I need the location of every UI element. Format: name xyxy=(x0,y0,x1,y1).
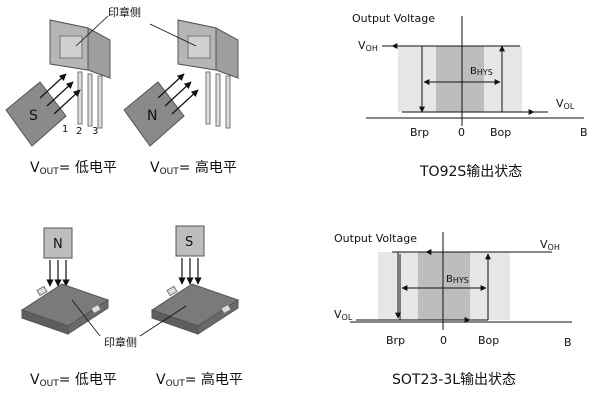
pin-label-3: 3 xyxy=(92,126,98,137)
pin-label-1: 1 xyxy=(62,124,68,135)
hysteresis-chart-bottom xyxy=(350,232,572,330)
magnet-label-n-bottom: N xyxy=(53,237,63,252)
chart-bottom-bhys: BHYS xyxy=(446,274,469,285)
caption-vout-low-bottom: VOUT= 低电平 xyxy=(30,372,117,389)
marking-side-label-bottom: 印章侧 xyxy=(104,335,137,349)
to92s-left-illustration xyxy=(5,15,111,147)
caption-vout-high-top: VOUT= 高电平 xyxy=(150,159,237,177)
caption-vout-high-bottom: VOUT= 高电平 xyxy=(156,371,243,389)
caption-vout-low-top: VOUT= 低电平 xyxy=(30,160,117,177)
chart-top-bhys: BHYS xyxy=(470,66,493,77)
chart-bottom-tick-brp: Brp xyxy=(386,334,405,347)
chart-top-ylabel: Output Voltage xyxy=(352,12,435,25)
chart-bottom-voh: VOH xyxy=(540,238,560,252)
chart-top-vol: VOL xyxy=(556,97,575,111)
chart-bottom-xlabel: B xyxy=(564,336,572,349)
chart-bottom-tick-bop: Bop xyxy=(478,334,499,347)
marking-side-label-top: 印章侧 xyxy=(108,5,141,19)
sot23-left-illustration xyxy=(20,227,110,337)
chart-top-voh: VOH xyxy=(358,39,378,53)
magnet-label-s: S xyxy=(29,108,38,124)
magnet-n xyxy=(123,81,185,147)
to92s-right-illustration xyxy=(123,19,239,147)
magnet-label-n: N xyxy=(147,108,157,124)
chart-top-tick-zero: 0 xyxy=(458,126,465,139)
chart-bottom-vol: VOL xyxy=(334,308,353,322)
magnet-s xyxy=(5,81,67,147)
hysteresis-chart-top xyxy=(366,16,584,126)
sot23-right-illustration xyxy=(139,225,240,337)
chart-top-caption: TO92S输出状态 xyxy=(419,164,522,180)
chart-top-tick-brp: Brp xyxy=(410,126,429,139)
chart-bottom-ylabel: Output Voltage xyxy=(334,232,417,245)
chart-top-xlabel: B xyxy=(580,126,588,139)
chart-bottom-caption: SOT23-3L输出状态 xyxy=(392,372,516,388)
chart-top-tick-bop: Bop xyxy=(490,126,511,139)
chart-bottom-tick-zero: 0 xyxy=(440,334,447,347)
magnet-label-s-bottom: S xyxy=(185,235,193,250)
pin-label-2: 2 xyxy=(76,126,82,137)
